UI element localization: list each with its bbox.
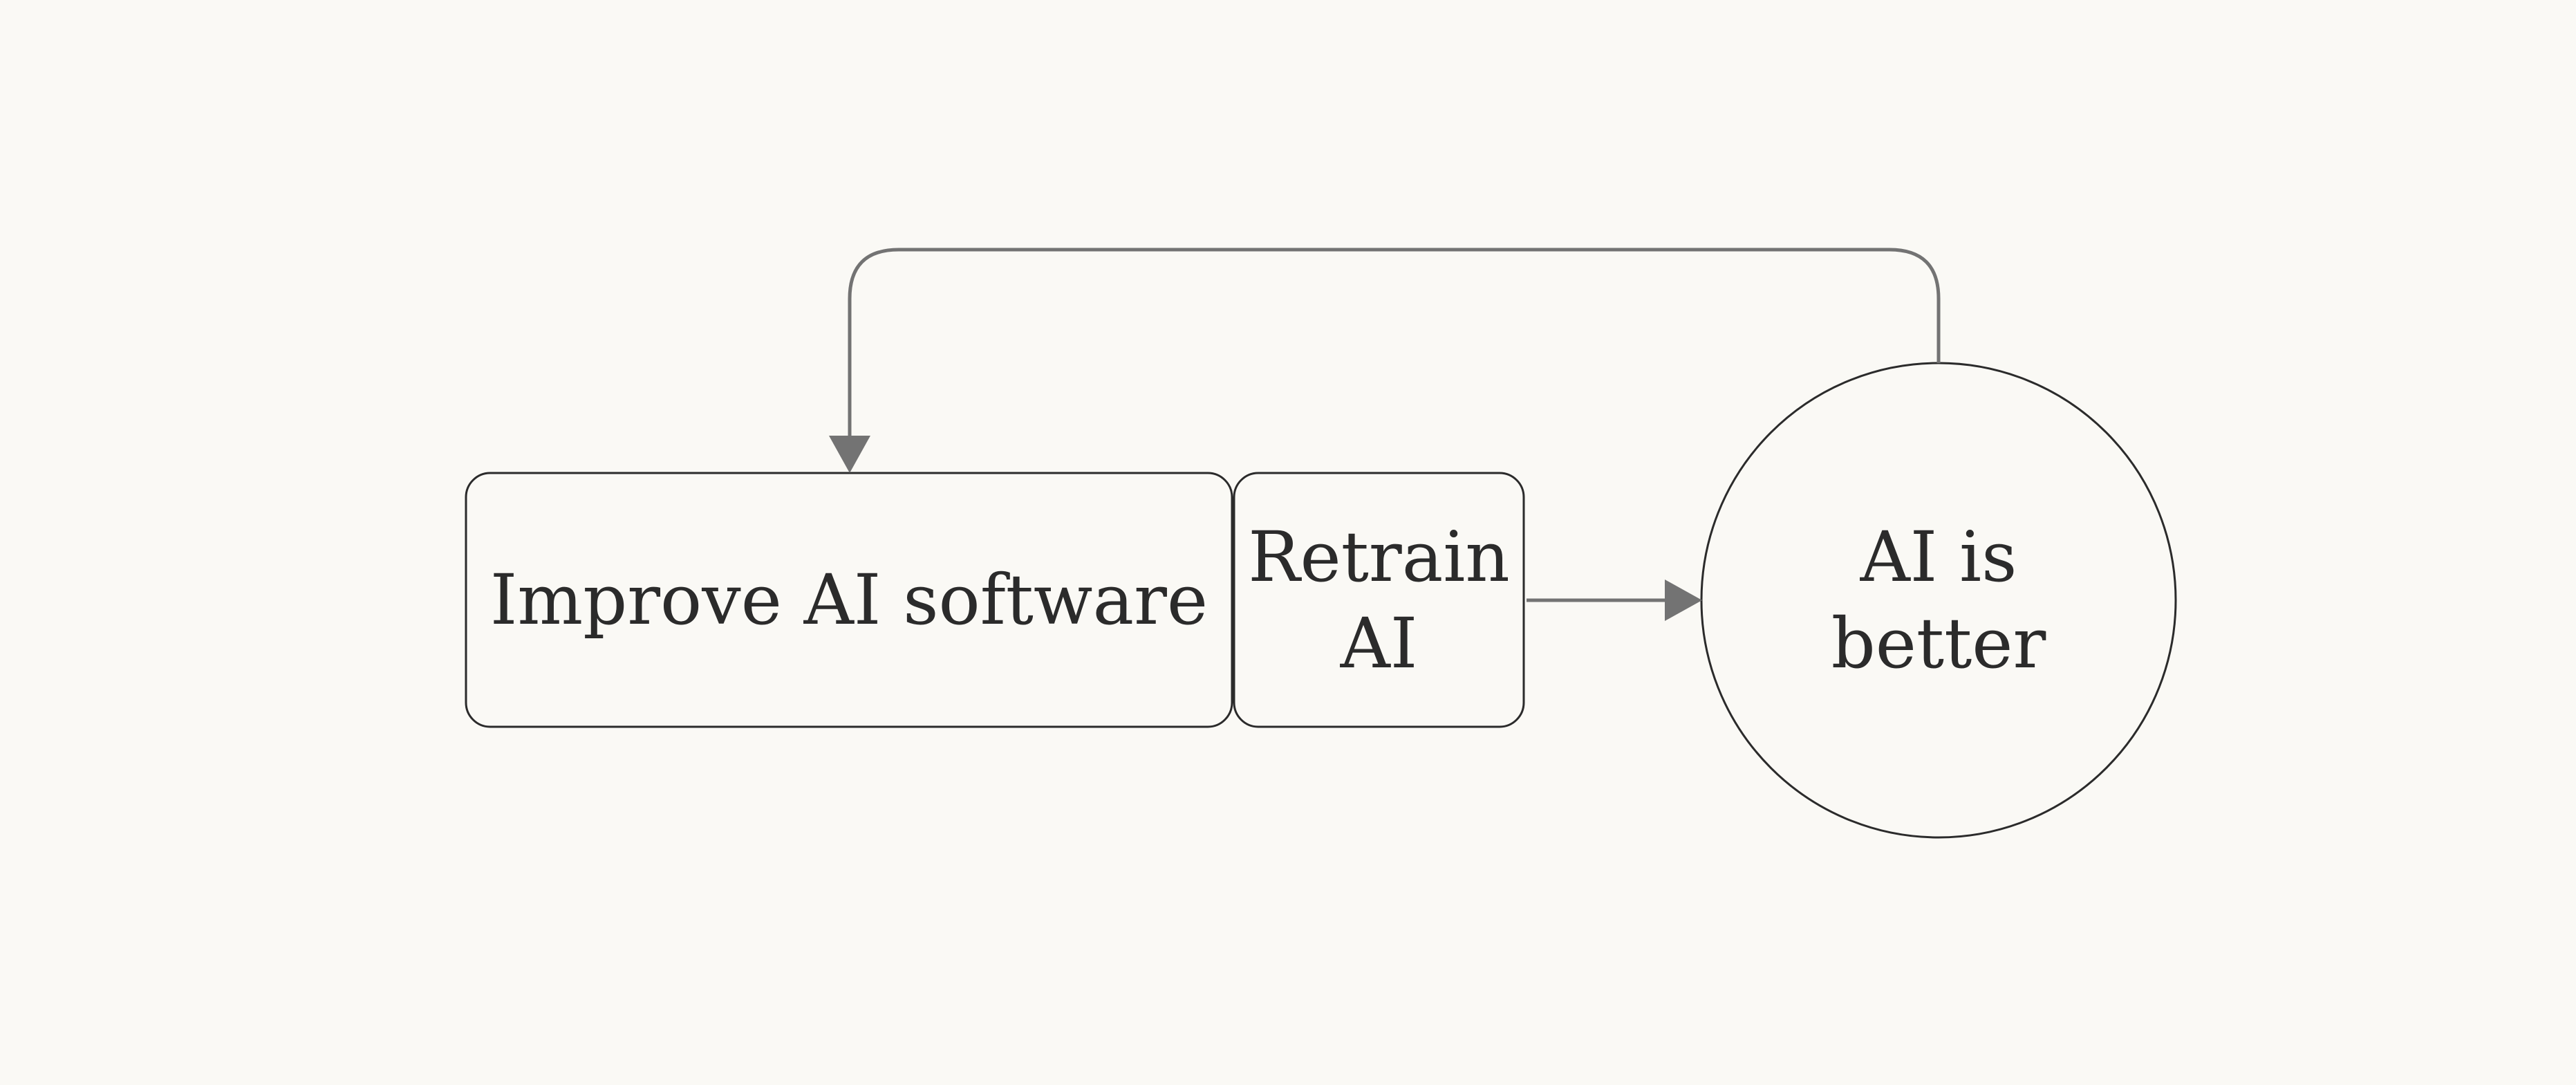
node-retrain-box — [1233, 472, 1525, 728]
arrowhead-down-icon — [829, 436, 870, 473]
node-improve-label: Improve AI software — [489, 559, 1208, 640]
node-better-label: AI is better — [1831, 517, 2046, 684]
edge-better-to-improve — [848, 248, 1941, 437]
node-improve-box — [465, 472, 1233, 728]
node-retrain-label: Retrain AI — [1248, 516, 1510, 684]
arrowhead-right-icon — [1665, 579, 1702, 621]
